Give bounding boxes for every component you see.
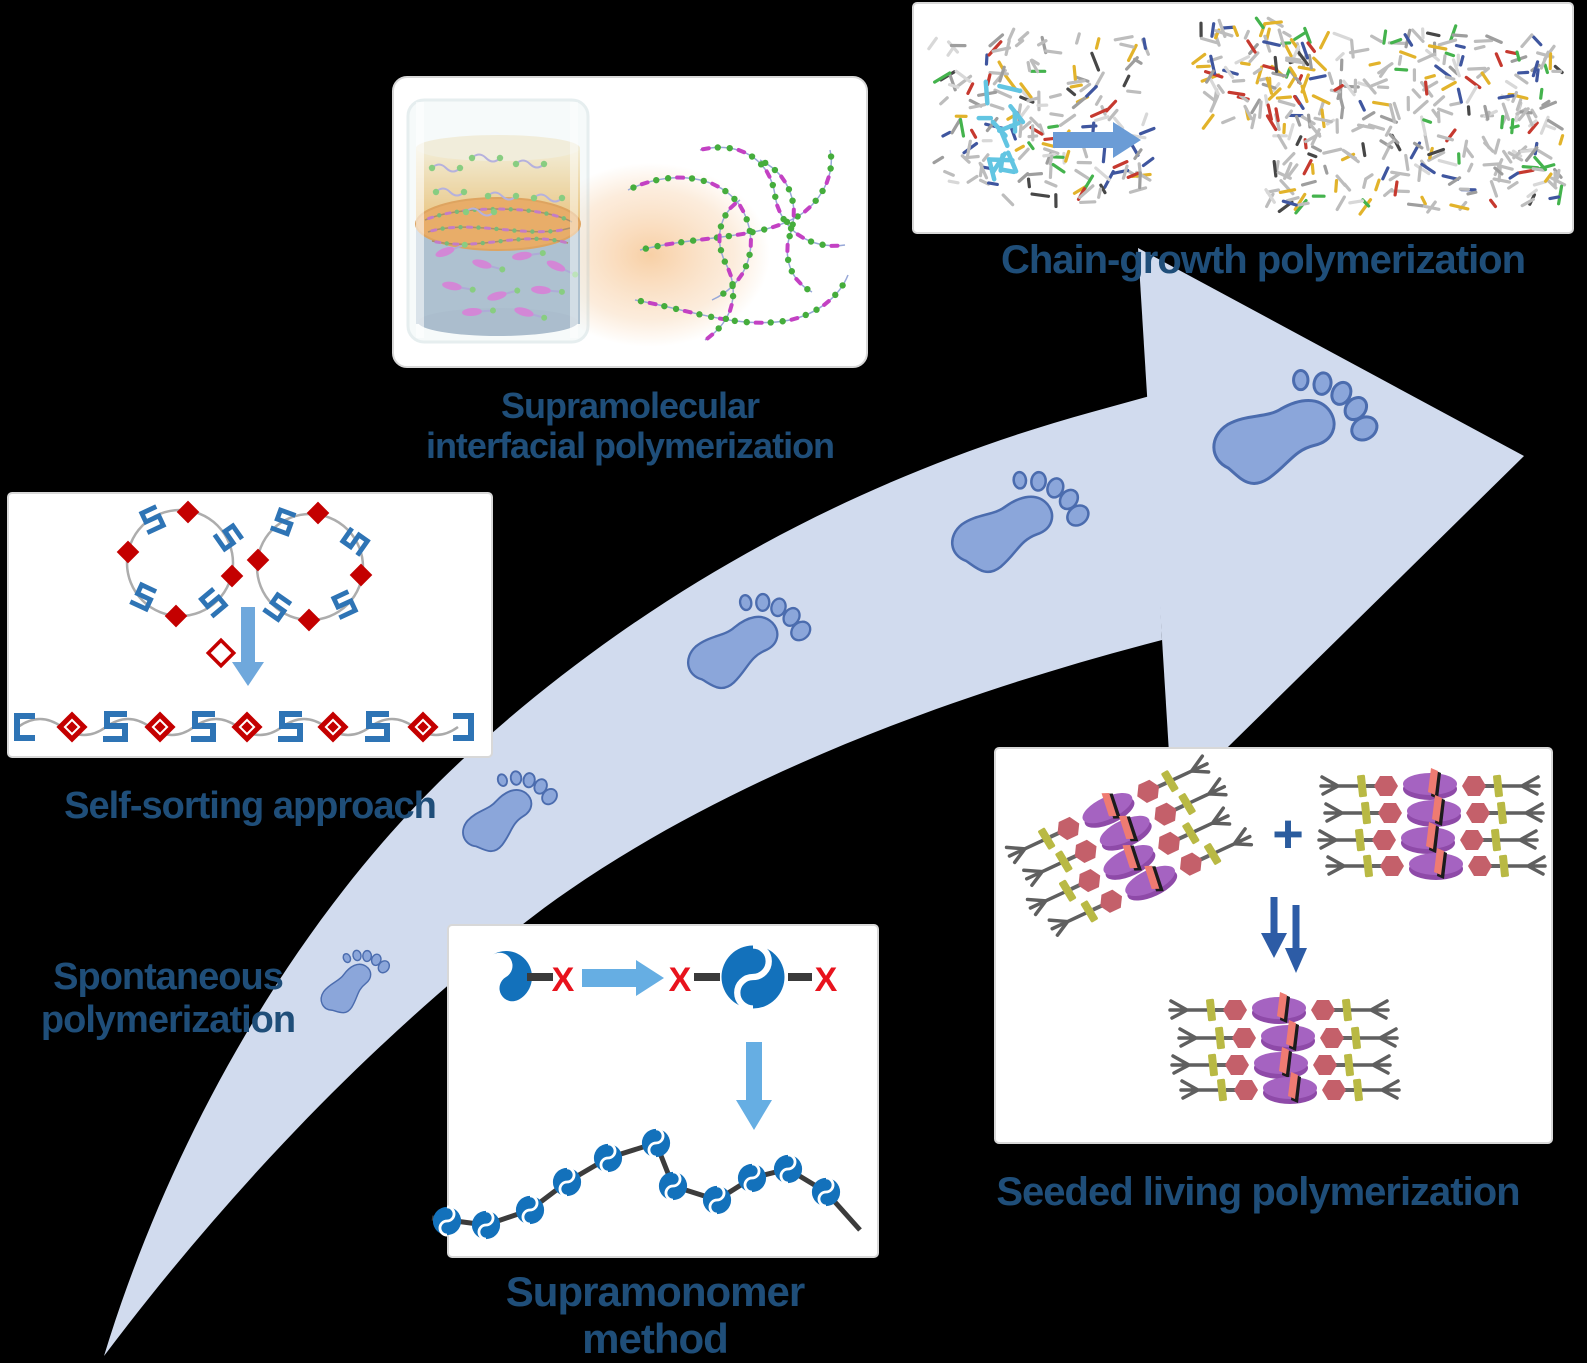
liquid-surface [416, 135, 580, 161]
monomer-squiggles [431, 153, 563, 217]
glass-highlight [416, 102, 424, 338]
linker [527, 973, 553, 981]
label-chain-growth: Chain-growth polymerization [1000, 238, 1526, 282]
supramonomer-dimer-icon [722, 946, 785, 1009]
cyan-core-highlight [976, 79, 1026, 182]
label-self-sorting: Self-sorting approach [64, 785, 437, 827]
molecular-stack-growth-icon [927, 16, 1567, 216]
blocked-end-mark: X [669, 961, 692, 999]
monomer-cluster-left [927, 27, 1156, 209]
down-arrow-icon [736, 1042, 772, 1130]
glass-highlight [570, 102, 578, 338]
polymer-stack-right [1261, 24, 1567, 216]
label-seeded-living: Seeded living polymerization [996, 1170, 1520, 1214]
linker [694, 973, 720, 981]
orange-glow [530, 163, 770, 347]
right-arrow-icon [582, 960, 664, 996]
double-down-arrows-icon [1261, 897, 1307, 973]
monomer-squiggle-ends [428, 154, 566, 216]
beaker-glass [406, 98, 590, 344]
beaker-interfacial-polymerization-icon [406, 98, 849, 347]
tadpole-monomers [435, 241, 579, 321]
down-arrow-icon [232, 607, 264, 686]
free-diamond-monomer [205, 637, 237, 669]
progress-arrow-head [1138, 248, 1524, 802]
linker [788, 973, 812, 981]
polymer-chain-fan [627, 144, 849, 341]
interface-network [424, 206, 573, 247]
label-spontaneous: Spontaneous polymerization [40, 956, 296, 1041]
reaction-arrow-icon [1053, 122, 1141, 158]
blocked-end-mark: X [552, 961, 575, 999]
label-supramonomer: Supramonomer method [505, 1268, 805, 1363]
blocked-end-mark: X [815, 961, 838, 999]
supramonomer-reaction-icon: X X X [431, 941, 862, 1241]
progress-arrow-band [104, 396, 1162, 1356]
macrocycle-to-chain-icon [17, 500, 471, 744]
plus-sign: + [1272, 804, 1304, 864]
seeded-fiber-stacks-icon: + [999, 745, 1547, 1106]
progress-arrow [104, 248, 1524, 1356]
label-supramolecular-interfacial: Supramolecular interfacial polymerizatio… [425, 385, 835, 467]
